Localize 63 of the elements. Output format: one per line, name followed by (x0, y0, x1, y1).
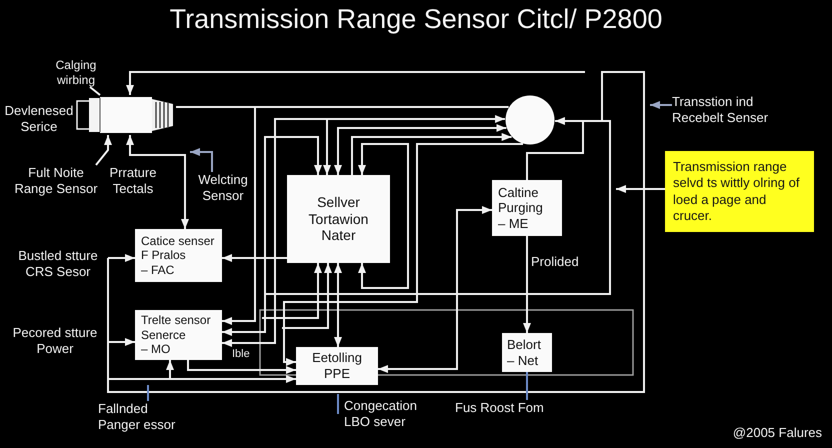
arrow (334, 263, 342, 347)
arrow (187, 360, 296, 374)
component-name: Catice senser F Pralos (141, 234, 216, 263)
arrow (358, 143, 409, 289)
part-label: Bustled stture CRS Sesor (17, 248, 99, 280)
part-label: Prolided (531, 254, 580, 270)
callout-text: Fus Roost Fom (455, 400, 559, 416)
callout-text: Fallnded Panger essor (98, 401, 182, 433)
arrow (166, 360, 174, 379)
arrow (176, 106, 256, 325)
leader-line (89, 86, 101, 96)
arrow (334, 124, 506, 175)
arrow (262, 263, 322, 319)
arrow (126, 135, 189, 229)
component-name: – ME (498, 216, 530, 232)
arrow (190, 148, 213, 172)
arrow (650, 101, 672, 109)
arrow (222, 254, 287, 262)
callout-text: Congecation LBO sever (338, 398, 428, 430)
junction-circle (505, 95, 555, 145)
component-name: Sellver Tortawion Nater (308, 194, 370, 244)
process-box (296, 347, 378, 385)
arrow (222, 136, 322, 336)
component-name: – FAC (141, 262, 176, 278)
arrow (523, 236, 531, 333)
arrow (283, 143, 523, 366)
arrow (526, 117, 584, 180)
arrow (616, 185, 665, 193)
part-label: Ible (232, 348, 251, 362)
part-label: Pecored stture Power (12, 325, 98, 356)
process-box (492, 180, 562, 236)
arrow (378, 206, 492, 373)
diagram-title: Transmission Range Sensor Citcl/ P2800 (168, 3, 664, 36)
arrow (126, 71, 585, 95)
process-box (287, 175, 390, 263)
callout-text: Calging wirbing (48, 58, 104, 87)
arrow (351, 133, 512, 175)
part-label: Devlenesed Serice (4, 103, 74, 134)
process-box (135, 229, 222, 282)
process-box (135, 310, 222, 360)
component-name: Caltine Purging (498, 184, 544, 216)
leader-line (147, 385, 149, 401)
callout-text: Welcting Sensor (192, 172, 254, 204)
component-name: – Net (507, 352, 540, 368)
component-name: – MO (141, 342, 172, 357)
callout-text: Transstion ind Recebelt Senser (672, 94, 784, 126)
component-name: Trelte sensor Senerce (141, 313, 212, 342)
leader-line (526, 372, 528, 400)
process-box (502, 333, 552, 372)
note-text: Transmission range selvd ts wittly olring of loed a page and crucer. (673, 159, 800, 224)
connector-drawing (86, 95, 176, 135)
arrow (108, 254, 135, 262)
arrow (282, 263, 332, 329)
component-name: Eetolling PPE (311, 350, 363, 382)
arrow (108, 338, 135, 346)
note-box (665, 151, 814, 232)
component-name: Belort (507, 336, 542, 352)
part-label: Prrature Tectals (108, 165, 158, 196)
leader-line (337, 394, 339, 414)
arrow (95, 135, 112, 166)
arrow (108, 375, 296, 383)
copyright-notice: @2005 Falures (732, 425, 822, 441)
callout-text: Fult Noite Range Sensor (12, 165, 100, 197)
